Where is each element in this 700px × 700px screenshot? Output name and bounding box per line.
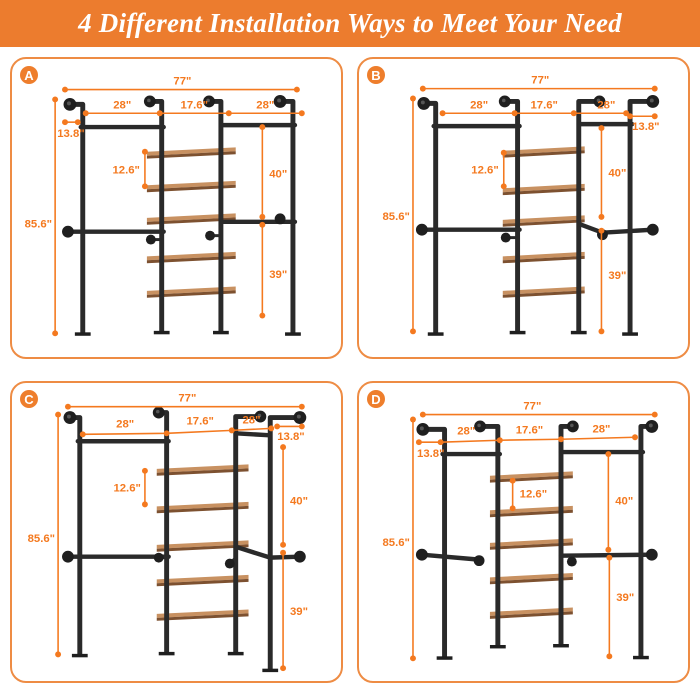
panel-b-badge: B xyxy=(367,66,385,84)
dim-lower-span: 39" xyxy=(290,606,308,618)
diagram-d: 77" 28" 17.6" 28" 13.8" 12.6" 40" 85.6" … xyxy=(382,401,659,662)
header-banner: 4 Different Installation Ways to Meet Yo… xyxy=(0,0,700,47)
dim-left-section: 28" xyxy=(116,418,134,430)
panel-b: B xyxy=(357,57,690,359)
dimensions-d: 77" 28" 17.6" 28" 13.8" 12.6" 40" 85.6" … xyxy=(382,401,658,662)
dim-upper-span: 40" xyxy=(290,495,308,507)
dim-rod-drop: 13.8" xyxy=(57,128,84,140)
dim-shelf-gap: 12.6" xyxy=(112,164,139,176)
dim-rod-drop: 13.8" xyxy=(417,448,444,460)
dim-total-height: 85.6" xyxy=(382,537,409,549)
dim-overall-width: 77" xyxy=(178,393,196,405)
diagram-b: 77" 28" 17.6" 28" 13.8" 12.6" 40" 85.6" … xyxy=(382,75,660,336)
panels-grid: A xyxy=(0,47,700,683)
dimensions-a: 77" 28" 17.6" 28" 13.8" 12.6" 40" 85.6" … xyxy=(25,76,305,337)
pipes-d xyxy=(415,420,659,660)
dim-left-section: 28" xyxy=(113,99,131,111)
dim-upper-span: 40" xyxy=(608,167,626,179)
dim-shelf-gap: 12.6" xyxy=(471,164,498,176)
panel-c-badge: C xyxy=(20,390,38,408)
dim-overall-width: 77" xyxy=(531,75,549,87)
pipes-b xyxy=(415,95,660,336)
panel-a-badge: A xyxy=(20,66,38,84)
dim-total-height: 85.6" xyxy=(28,533,55,545)
dim-middle-section: 17.6" xyxy=(531,99,558,111)
dimensions-c: 77" 28" 17.6" 28" 13.8" 12.6" 40" 85.6" … xyxy=(28,393,308,672)
pipes-a xyxy=(62,95,301,336)
dimensions-b: 77" 28" 17.6" 28" 13.8" 12.6" 40" 85.6" … xyxy=(382,75,660,335)
dim-overall-width: 77" xyxy=(523,401,541,413)
dim-right-section: 28" xyxy=(256,99,274,111)
dim-lower-span: 39" xyxy=(269,269,287,281)
shelves-b xyxy=(502,146,585,298)
panel-c: C xyxy=(10,381,343,683)
dim-right-section: 28" xyxy=(597,99,615,111)
dim-total-height: 85.6" xyxy=(382,211,409,223)
dim-right-section: 28" xyxy=(243,414,261,426)
dim-upper-span: 40" xyxy=(269,168,287,180)
dim-overall-width: 77" xyxy=(173,76,191,88)
diagram-a: 77" 28" 17.6" 28" 13.8" 12.6" 40" 85.6" … xyxy=(25,76,305,337)
dim-left-section: 28" xyxy=(457,425,475,437)
page-title: 4 Different Installation Ways to Meet Yo… xyxy=(78,8,622,38)
dim-shelf-gap: 12.6" xyxy=(520,488,547,500)
panel-a: A xyxy=(10,57,343,359)
dim-total-height: 85.6" xyxy=(25,219,52,231)
dim-shelf-gap: 12.6" xyxy=(113,483,140,495)
diagram-c: 77" 28" 17.6" 28" 13.8" 12.6" 40" 85.6" … xyxy=(28,393,308,673)
dim-upper-span: 40" xyxy=(615,495,633,507)
dim-lower-span: 39" xyxy=(616,592,634,604)
panel-d: D xyxy=(357,381,690,683)
pipes-c xyxy=(62,406,307,673)
panel-d-badge: D xyxy=(367,390,385,408)
dim-rod-drop: 13.8" xyxy=(277,431,304,443)
dim-left-section: 28" xyxy=(470,99,488,111)
dim-right-section: 28" xyxy=(592,423,610,435)
dim-rod-drop: 13.8" xyxy=(632,121,659,133)
dim-middle-section: 17.6" xyxy=(516,424,543,436)
dim-lower-span: 39" xyxy=(608,270,626,282)
dim-middle-section: 17.6" xyxy=(181,99,208,111)
dim-middle-section: 17.6" xyxy=(186,415,213,427)
